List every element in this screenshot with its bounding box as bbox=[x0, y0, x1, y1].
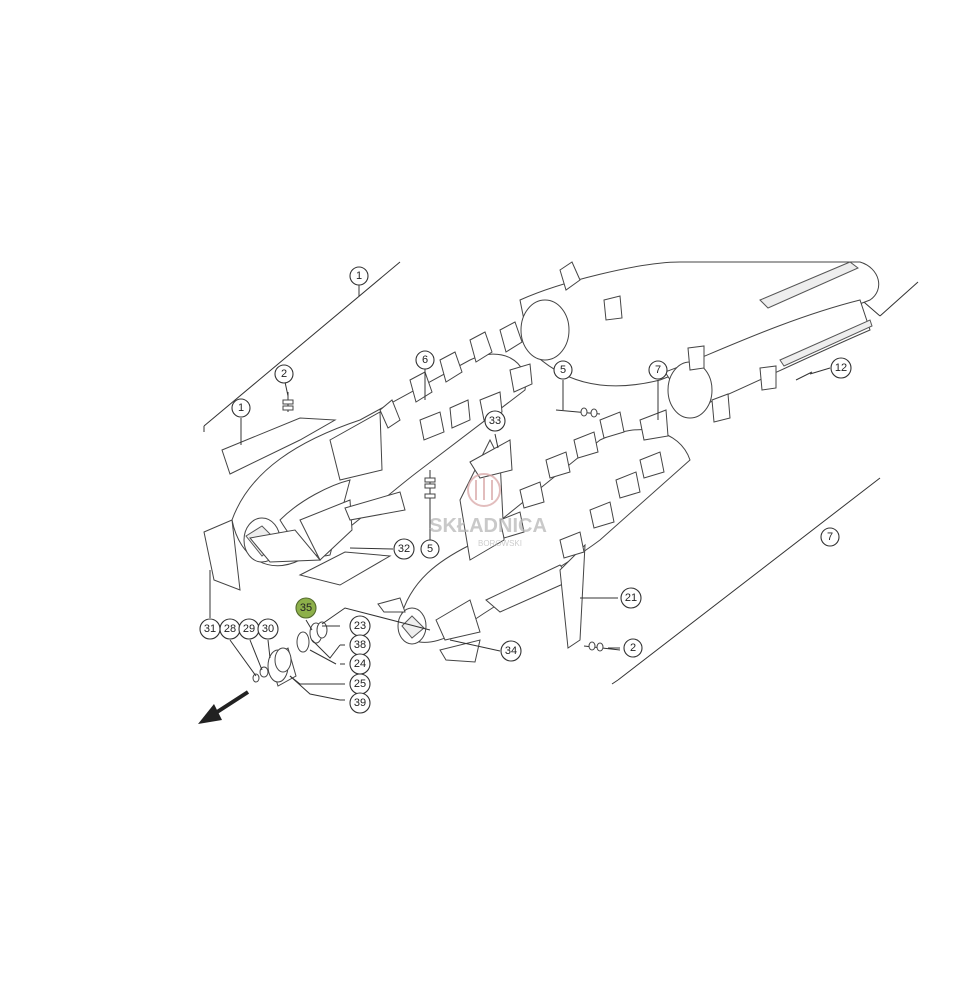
callout-7[interactable]: 7 bbox=[820, 527, 840, 547]
svg-text:2: 2 bbox=[630, 642, 636, 654]
leader-lines bbox=[209, 279, 831, 701]
arrow-down-left-icon bbox=[198, 690, 250, 724]
svg-text:7: 7 bbox=[655, 364, 661, 376]
callout-12[interactable]: 12 bbox=[830, 357, 852, 379]
callout-25[interactable]: 25 bbox=[349, 673, 371, 695]
svg-text:6: 6 bbox=[422, 354, 428, 366]
callout-34[interactable]: 34 bbox=[500, 640, 522, 662]
svg-text:32: 32 bbox=[398, 543, 410, 555]
svg-text:5: 5 bbox=[427, 543, 433, 555]
svg-text:1: 1 bbox=[356, 270, 362, 282]
callout-39[interactable]: 39 bbox=[349, 692, 371, 714]
callouts: 1 2 1 6 5 7 12 33 5 32 7 21 2 34 35 31 2… bbox=[199, 266, 852, 714]
svg-text:7: 7 bbox=[827, 531, 833, 543]
svg-text:12: 12 bbox=[835, 362, 847, 374]
callout-28[interactable]: 28 bbox=[219, 618, 241, 640]
svg-text:31: 31 bbox=[204, 623, 216, 635]
callout-1[interactable]: 1 bbox=[231, 398, 251, 418]
svg-text:34: 34 bbox=[505, 645, 517, 657]
svg-text:39: 39 bbox=[354, 697, 366, 709]
svg-text:28: 28 bbox=[224, 623, 236, 635]
callout-6[interactable]: 7 bbox=[648, 360, 668, 380]
callout-33[interactable]: 33 bbox=[484, 410, 506, 432]
svg-text:33: 33 bbox=[489, 415, 501, 427]
watermark-sub: BOROWSKI bbox=[478, 539, 522, 548]
callout-5[interactable]: 6 bbox=[415, 350, 435, 370]
svg-text:38: 38 bbox=[354, 639, 366, 651]
callout-21[interactable]: 21 bbox=[620, 587, 642, 609]
svg-text:24: 24 bbox=[354, 658, 366, 670]
callout-4-mid[interactable]: 5 bbox=[420, 539, 440, 559]
watermark-logo: SKŁADNICA BOROWSKI bbox=[429, 473, 547, 548]
svg-text:29: 29 bbox=[243, 623, 255, 635]
watermark-brand: SKŁADNICA bbox=[429, 515, 547, 537]
callout-23[interactable]: 23 bbox=[349, 615, 371, 637]
callout-3[interactable]: 1 bbox=[349, 266, 369, 286]
left-auger bbox=[203, 321, 533, 591]
callout-29[interactable]: 29 bbox=[238, 618, 260, 640]
callout-31[interactable]: 31 bbox=[199, 618, 221, 640]
hardware bbox=[252, 371, 813, 687]
callout-38[interactable]: 38 bbox=[349, 634, 371, 656]
svg-text:35: 35 bbox=[300, 602, 312, 614]
callout-2-low[interactable]: 2 bbox=[623, 638, 643, 658]
callout-4-top[interactable]: 5 bbox=[553, 360, 573, 380]
svg-text:1: 1 bbox=[238, 402, 244, 414]
svg-text:23: 23 bbox=[354, 620, 366, 632]
svg-text:30: 30 bbox=[262, 623, 274, 635]
callout-35[interactable]: 35 bbox=[295, 597, 317, 619]
callout-32[interactable]: 32 bbox=[393, 538, 415, 560]
svg-text:2: 2 bbox=[281, 368, 287, 380]
svg-text:25: 25 bbox=[354, 678, 366, 690]
callout-30[interactable]: 30 bbox=[257, 618, 279, 640]
callout-24[interactable]: 24 bbox=[349, 653, 371, 675]
svg-text:5: 5 bbox=[560, 364, 566, 376]
callout-2-top[interactable]: 2 bbox=[274, 364, 294, 384]
upper-auger bbox=[519, 261, 880, 423]
svg-text:21: 21 bbox=[625, 592, 637, 604]
